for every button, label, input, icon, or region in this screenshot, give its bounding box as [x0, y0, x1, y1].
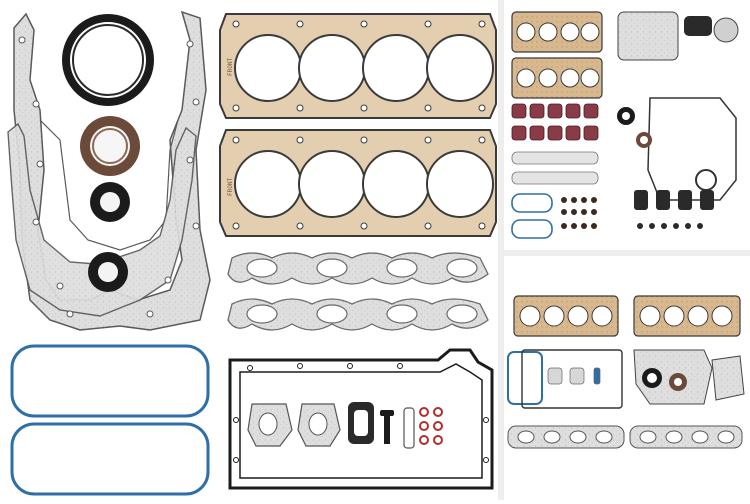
overview-small-seals — [617, 107, 717, 191]
crank-seal-brown — [80, 116, 140, 176]
compact-timing-cover — [633, 349, 745, 405]
overview-timing-cover — [617, 11, 739, 61]
bolt-hole-dots-left — [18, 36, 200, 318]
compact-head-gasket-1 — [513, 295, 619, 337]
head-gasket-stamp-lower: FRONT — [227, 178, 234, 196]
panel-divider-vertical — [498, 0, 504, 500]
intake-port-gaskets — [247, 403, 341, 447]
compact-exhaust-gasket-1 — [507, 425, 625, 449]
kit-overview-panel — [511, 11, 739, 239]
panel-divider-horizontal — [504, 250, 750, 256]
cylinder-head-gasket-upper: FRONT — [219, 13, 497, 119]
overview-black-gaskets — [634, 190, 714, 229]
overview-head-gasket-2 — [511, 57, 603, 99]
compact-head-gasket-2 — [633, 295, 741, 337]
kit-compact-panel — [507, 295, 745, 449]
overview-blue-o-rings — [511, 193, 553, 239]
overview-oil-pan-gasket — [647, 97, 737, 201]
exhaust-manifold-gasket-lower — [227, 298, 489, 331]
cylinder-head-gasket-lower: FRONT — [219, 129, 497, 237]
rear-cover-gasket — [7, 122, 197, 317]
compact-valve-cover-blue — [507, 351, 543, 405]
overview-intake-gaskets-red — [511, 103, 599, 141]
head-gasket-stamp-upper: FRONT — [227, 58, 234, 76]
rear-main-seal-ring — [62, 14, 154, 106]
thermostat-gasket-small — [403, 407, 415, 449]
valve-cover-gasket-blue-1 — [10, 344, 210, 418]
valve-cover-gasket-blue-2 — [10, 422, 210, 496]
pcv-tube-seal — [380, 410, 394, 444]
red-o-rings — [419, 407, 443, 445]
overview-valve-stem-seals — [561, 197, 597, 229]
oil-pan-gasket — [228, 348, 494, 490]
compact-oil-pan — [521, 349, 623, 409]
water-pump-gasket-black — [348, 402, 374, 444]
overview-head-gasket-1 — [511, 11, 603, 53]
front-seal-small — [90, 182, 130, 222]
exhaust-manifold-gasket-upper — [227, 252, 489, 285]
overview-exhaust-gaskets — [511, 151, 599, 185]
compact-exhaust-gasket-2 — [629, 425, 743, 449]
